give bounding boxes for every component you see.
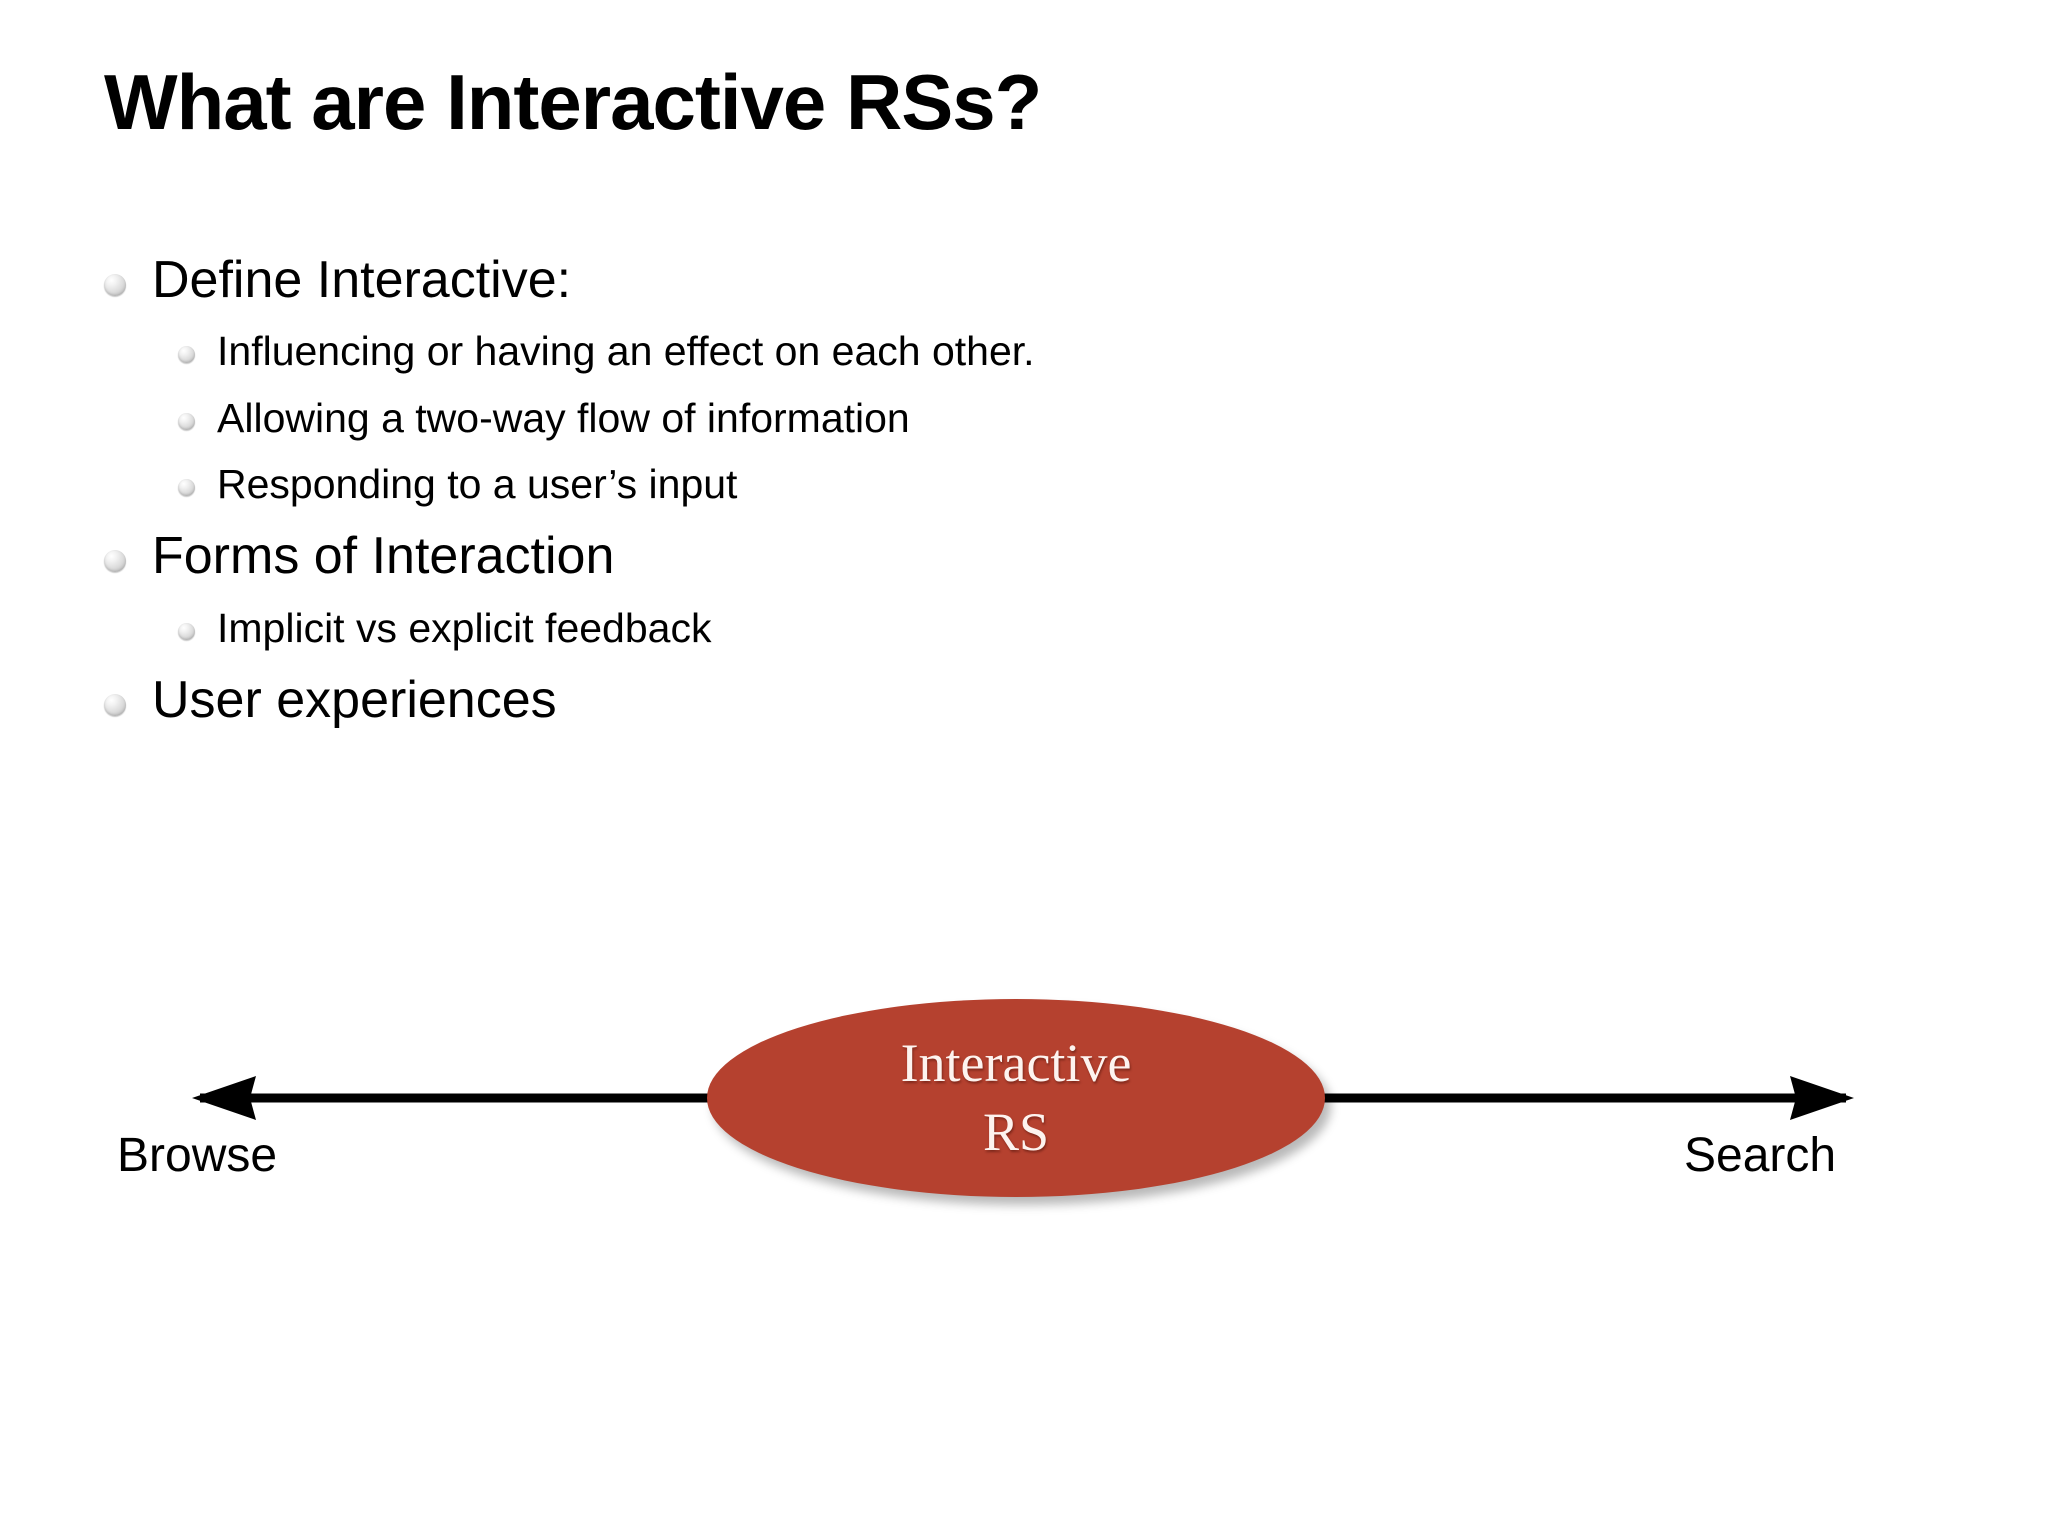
node-label-line-1: Interactive bbox=[900, 1032, 1132, 1093]
bullet-label: Forms of Interaction bbox=[152, 527, 615, 586]
bullet-item-responding-to-input: Responding to a user’s input bbox=[178, 460, 1804, 508]
bullet-item-forms-of-interaction: Forms of Interaction bbox=[104, 526, 1804, 587]
bullet-label: Define Interactive: bbox=[152, 251, 572, 309]
bullet-label: Allowing a two-way flow of information bbox=[217, 394, 910, 441]
bullet-label: User experiences bbox=[152, 671, 557, 730]
bullet-label: Influencing or having an effect on each … bbox=[217, 328, 1035, 375]
browse-search-spectrum-diagram: Interactive RS Browse Search bbox=[0, 980, 2048, 1240]
sphere-bullet-icon bbox=[178, 412, 195, 430]
bullet-item-define-interactive: Define Interactive: bbox=[104, 250, 1804, 311]
sphere-bullet-icon bbox=[178, 346, 195, 364]
sphere-bullet-icon bbox=[178, 479, 195, 497]
node-label-line-2: RS bbox=[982, 1102, 1050, 1162]
bullet-label: Implicit vs explicit feedback bbox=[217, 604, 712, 651]
interactive-rs-node: Interactive RS bbox=[707, 999, 1325, 1197]
sphere-bullet-icon bbox=[178, 622, 195, 640]
bullet-list: Define Interactive: Influencing or havin… bbox=[104, 250, 1804, 748]
bullet-label: Responding to a user’s input bbox=[217, 461, 738, 508]
slide-title: What are Interactive RSs? bbox=[104, 58, 1042, 146]
sphere-bullet-icon bbox=[104, 694, 126, 717]
bullet-item-user-experiences: User experiences bbox=[104, 670, 1804, 731]
axis-label-search: Search bbox=[1684, 1129, 1837, 1182]
bullet-item-influencing: Influencing or having an effect on each … bbox=[178, 327, 1804, 375]
axis-label-browse: Browse bbox=[117, 1129, 278, 1182]
bullet-item-implicit-vs-explicit: Implicit vs explicit feedback bbox=[178, 604, 1804, 652]
sphere-bullet-icon bbox=[104, 550, 126, 573]
bullet-item-two-way-flow: Allowing a two-way flow of information bbox=[178, 394, 1804, 442]
sphere-bullet-icon bbox=[104, 274, 126, 296]
